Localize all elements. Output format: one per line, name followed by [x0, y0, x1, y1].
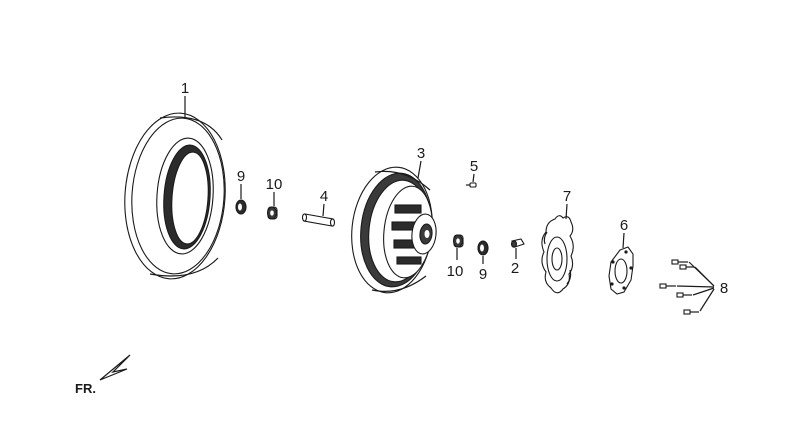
callout-5: 5	[470, 158, 478, 183]
tire	[124, 112, 226, 280]
air-valve	[466, 182, 477, 188]
disc-adapter-plate	[608, 246, 634, 295]
callout-7: 7	[563, 188, 571, 220]
bearing-left	[266, 206, 278, 220]
callout-number-6: 6	[620, 217, 628, 234]
bearing-right	[452, 234, 464, 248]
front-direction-indicator: FR.	[75, 354, 131, 396]
bolt	[676, 292, 692, 298]
callout-number-5: 5	[470, 158, 478, 175]
wheel-rim	[351, 166, 437, 294]
callout-1: 1	[181, 80, 189, 117]
callout-number-9-left: 9	[237, 168, 245, 185]
bolt	[679, 264, 694, 270]
callout-10-right: 10	[447, 248, 464, 280]
callout-number-7: 7	[563, 188, 571, 205]
callout-2: 2	[511, 248, 519, 277]
callout-number-10-right: 10	[447, 263, 464, 280]
callout-9-right: 9	[479, 256, 487, 283]
disc-bolts	[659, 259, 699, 315]
callout-8: 8	[676, 261, 728, 312]
callout-number-3: 3	[417, 145, 425, 162]
callout-number-1: 1	[181, 80, 189, 97]
side-collar	[510, 238, 525, 248]
callout-6: 6	[620, 217, 628, 249]
callout-3: 3	[417, 145, 425, 179]
brake-disc	[541, 215, 574, 294]
direction-label: FR.	[75, 381, 96, 396]
callout-9-left: 9	[237, 168, 245, 199]
oil-seal-right	[477, 240, 489, 256]
bolt	[683, 309, 699, 315]
bolt	[659, 283, 676, 289]
callout-number-8: 8	[720, 280, 728, 297]
rim-spokes	[391, 204, 423, 265]
axle-spacer	[301, 213, 336, 227]
bolt	[671, 259, 688, 265]
oil-seal-left	[235, 199, 247, 215]
callout-number-4: 4	[320, 188, 328, 205]
callout-number-9-right: 9	[479, 266, 487, 283]
direction-arrow-icon	[99, 354, 131, 381]
callout-4: 4	[320, 188, 328, 217]
callout-10-left: 10	[266, 176, 283, 206]
callout-number-2: 2	[511, 260, 519, 277]
callout-number-10-left: 10	[266, 176, 283, 193]
